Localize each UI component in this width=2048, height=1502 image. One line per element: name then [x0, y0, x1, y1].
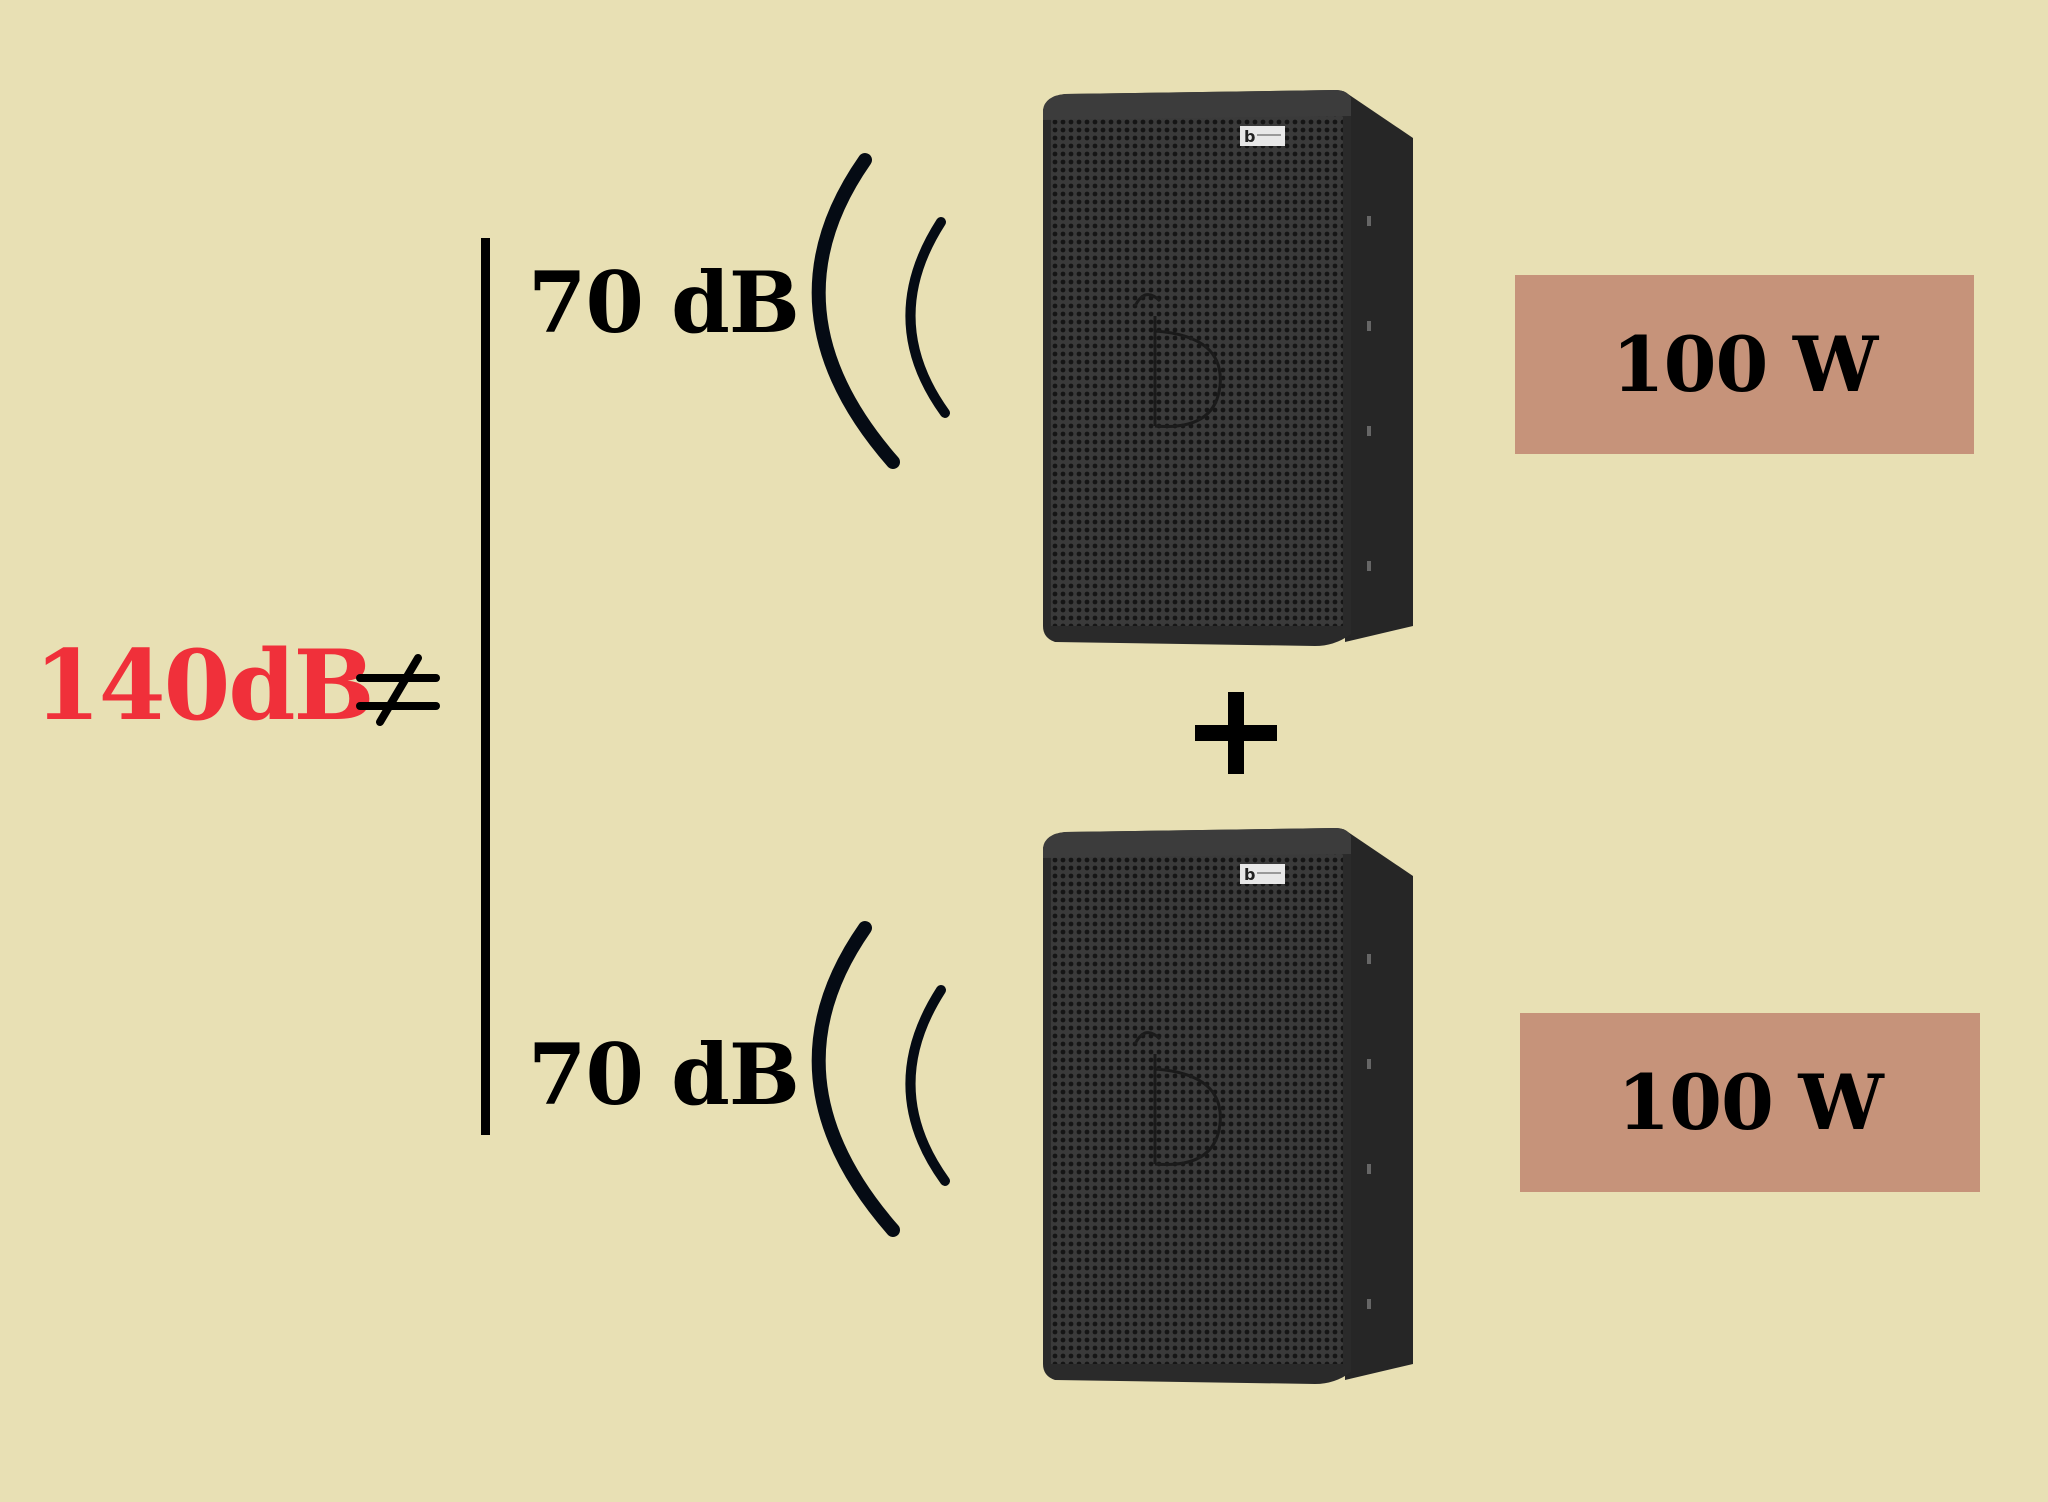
- svg-text:b: b: [1244, 865, 1255, 884]
- not-equal-icon: [356, 654, 440, 726]
- total-db-label: 140dB: [34, 629, 375, 742]
- speaker-icon: b: [1043, 828, 1413, 1384]
- plus-icon: [1195, 692, 1277, 774]
- sound-waves-icon: [811, 153, 950, 469]
- speaker-2-db-label: 70 dB: [528, 1025, 800, 1124]
- speaker-icon: b: [1043, 90, 1413, 646]
- svg-text:b: b: [1244, 127, 1255, 146]
- sound-waves-icon: [811, 921, 950, 1237]
- speaker-2-power-box: 100 W: [1520, 1013, 1980, 1192]
- bracket-line: [481, 238, 490, 1135]
- speaker-1-power-label: 100 W: [1611, 320, 1878, 409]
- speaker-1-power-box: 100 W: [1515, 275, 1974, 454]
- speaker-1-db-label: 70 dB: [528, 253, 800, 352]
- speaker-2-power-label: 100 W: [1617, 1058, 1883, 1147]
